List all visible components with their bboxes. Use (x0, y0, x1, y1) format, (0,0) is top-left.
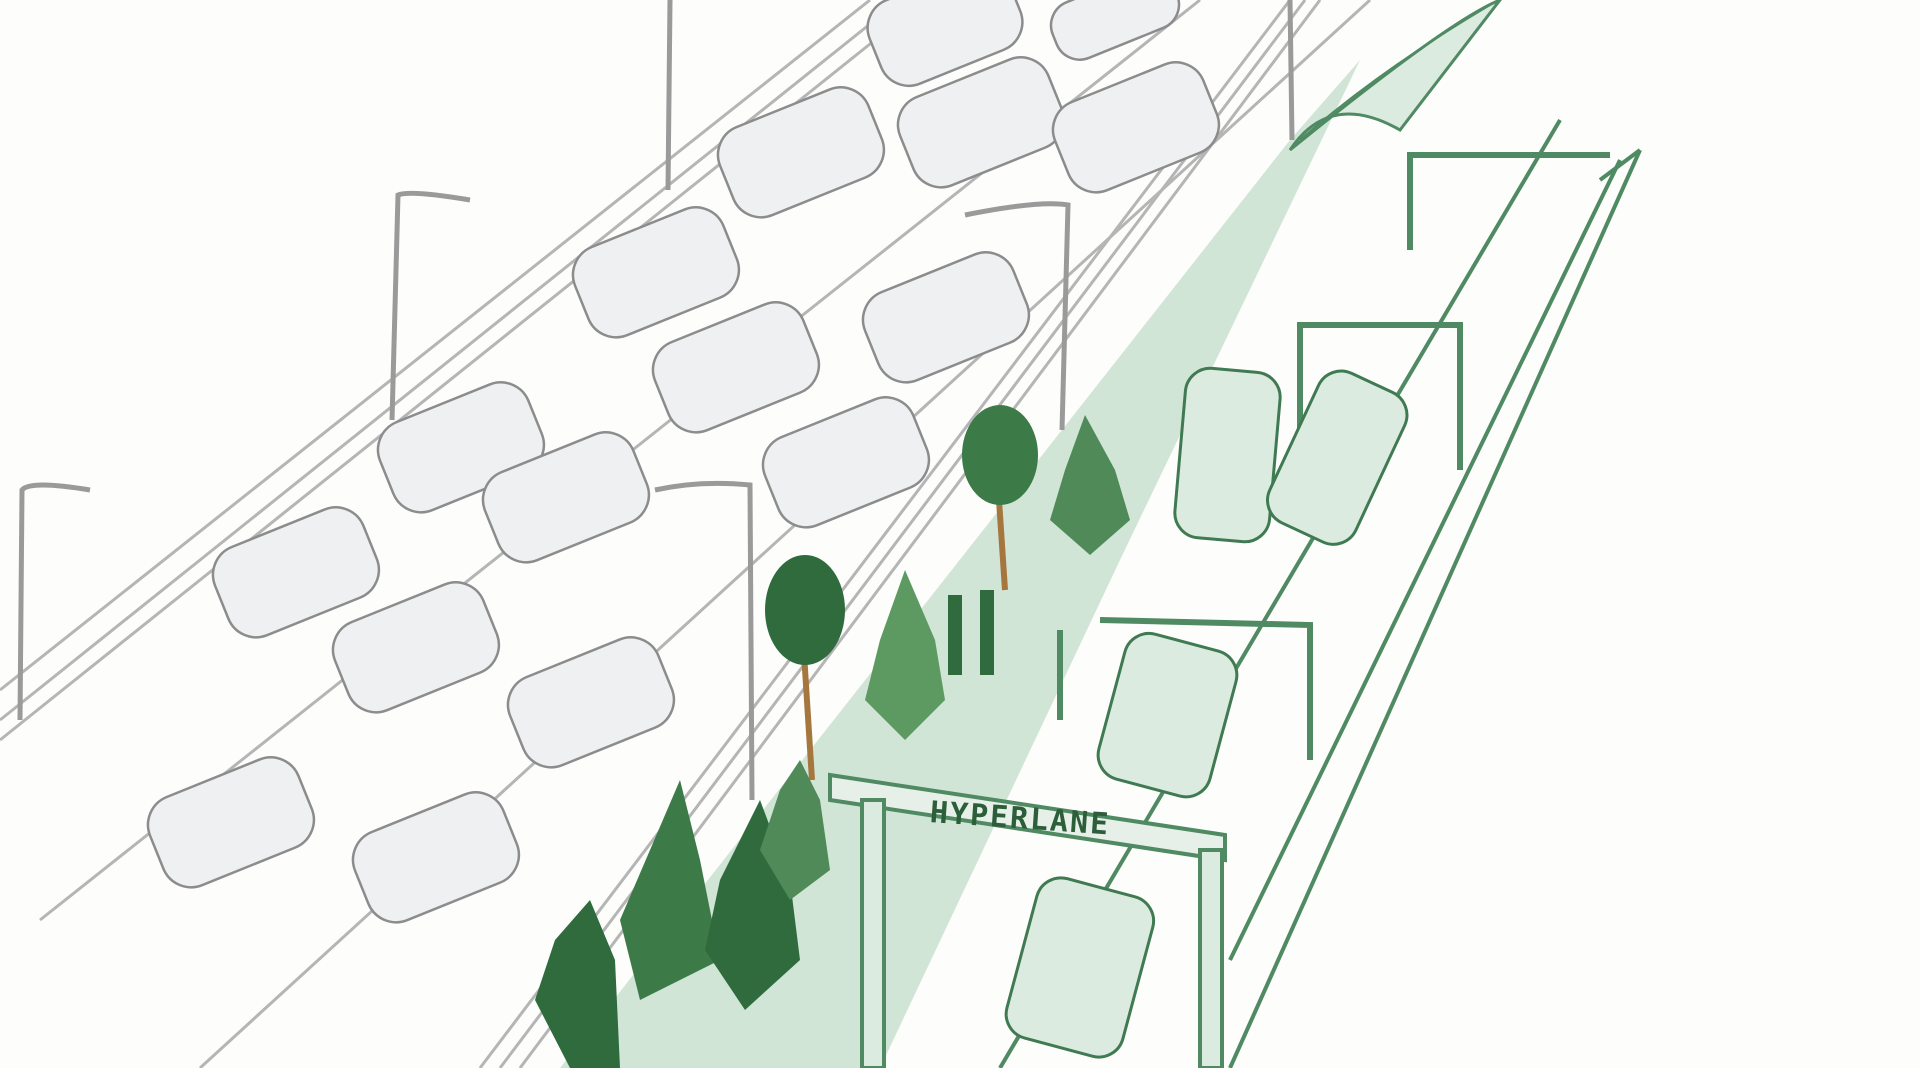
car-icon (651, 301, 821, 434)
car-icon (481, 431, 651, 564)
car-icon (716, 86, 886, 219)
highway-cars (146, 0, 1221, 924)
streetlights (17, 0, 1295, 801)
car-icon (506, 636, 676, 769)
lane-gantries (1057, 152, 1610, 760)
hyperlane-cars (1004, 366, 1409, 1059)
car-icon (1004, 876, 1156, 1059)
car-icon (861, 251, 1031, 384)
car-icon (146, 756, 316, 889)
car-icon (761, 396, 931, 529)
car-icon (571, 206, 741, 339)
car-icon (351, 791, 521, 924)
car-icon (1173, 366, 1282, 544)
car-icon (331, 581, 501, 714)
car-icon (866, 0, 1024, 88)
car-icon (211, 506, 381, 639)
car-icon (1049, 0, 1181, 61)
car-icon (1051, 61, 1221, 194)
hyperlane-gate (828, 772, 1227, 1068)
tunnel-entrance (1288, 0, 1502, 152)
median-trees (535, 405, 1130, 1068)
car-icon (1096, 631, 1239, 799)
car-icon (1266, 369, 1409, 546)
car-icon (896, 56, 1066, 189)
